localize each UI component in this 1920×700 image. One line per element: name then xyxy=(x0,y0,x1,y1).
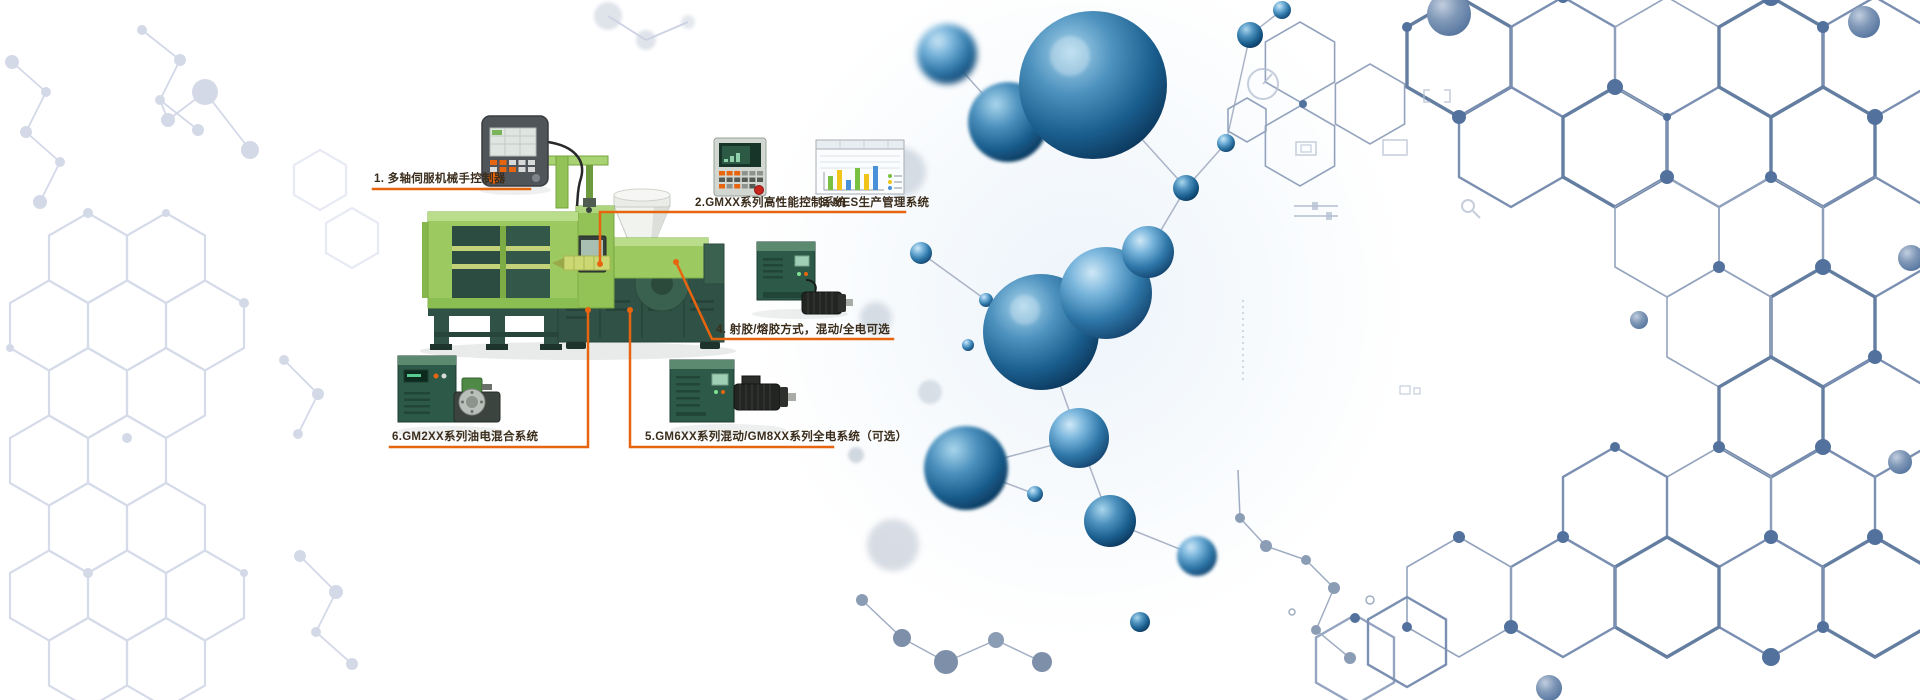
bottom-center-chain xyxy=(856,594,1052,674)
mes-bar-chart xyxy=(828,166,878,190)
hexagon-network xyxy=(1227,0,1920,700)
control-panel-image xyxy=(713,137,767,197)
callout-label-1: 1. 多轴伺服机械手控制器 xyxy=(374,173,506,185)
mes-legend xyxy=(888,174,902,190)
callout-line-5 xyxy=(628,308,835,449)
machine-base-left xyxy=(428,306,562,350)
panel-keys xyxy=(719,171,763,189)
injection-molding-machine xyxy=(420,155,736,360)
callout-label-3: 3. MES生产管理系统 xyxy=(819,197,930,209)
callout-label-5: 5.GM6XX系列混动/GM8XX系列全电系统（可选） xyxy=(645,431,908,443)
panel-estop-button xyxy=(754,185,764,195)
small-node-chain xyxy=(1235,469,1375,664)
callout-line-4 xyxy=(674,260,895,341)
callout-line-2-3 xyxy=(598,210,907,266)
callout-lines xyxy=(371,187,907,449)
oil-electric-drive-image xyxy=(395,355,505,438)
blue-molecule-cluster xyxy=(750,0,1410,640)
left-molecule-pattern xyxy=(5,25,380,700)
hybrid-drive-image xyxy=(669,359,796,436)
tech-doodle-icons xyxy=(1242,68,1481,395)
pendant-controller-image xyxy=(479,115,584,207)
callout-line-6 xyxy=(388,308,590,449)
clamping-unit xyxy=(422,211,579,309)
pendant-keys xyxy=(490,160,535,172)
callout-label-4: 4. 射胶/熔胶方式，混动/全电可选 xyxy=(716,324,891,336)
callout-label-2: 2.GMXX系列高性能控制系统 xyxy=(695,197,847,209)
servo-drive-image xyxy=(752,241,853,319)
pendant-estop-button xyxy=(488,172,500,184)
mes-monitor-image xyxy=(815,139,905,195)
callout-label-6: 6.GM2XX系列油电混合系统 xyxy=(392,431,539,443)
injection-unit xyxy=(607,237,725,285)
pendant-cable xyxy=(547,140,584,207)
